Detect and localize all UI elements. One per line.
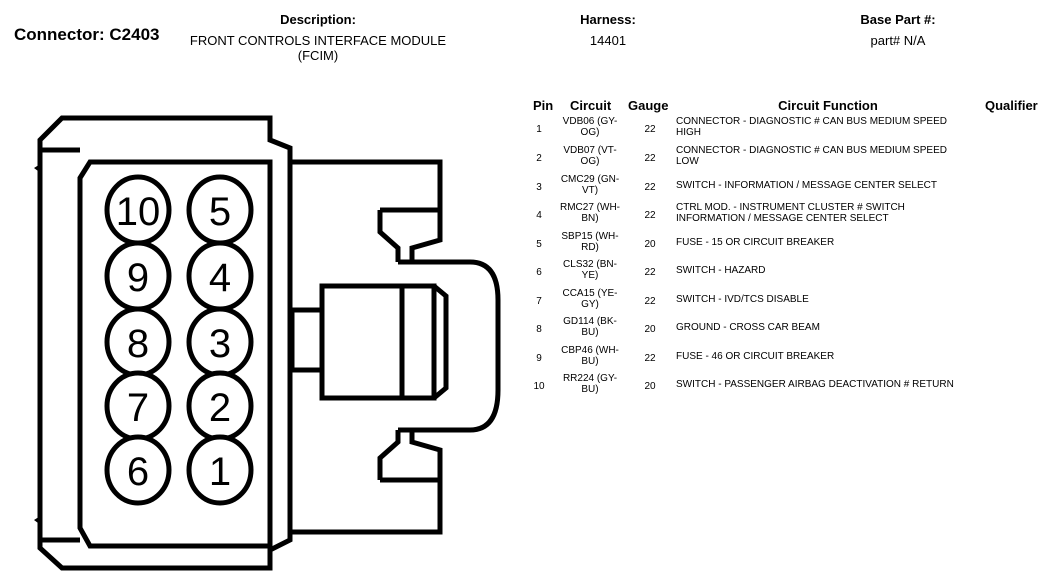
row-function: FUSE - 15 OR CIRCUIT BREAKER [676,237,835,248]
row-circuit: CMC29 (GN-VT) [560,174,620,196]
latch-tab [398,259,501,433]
row-function: CONNECTOR - DIAGNOSTIC # CAN BUS MEDIUM … [676,116,947,138]
row-pin: 4 [536,210,542,221]
row-circuit: RMC27 (WH-BN) [560,202,620,224]
row-gauge: 20 [644,324,656,335]
row-circuit: CLS32 (BN-YE) [563,259,617,281]
table-row: 3 CMC29 (GN-VT) 22 SWITCH - INFORMATION … [530,174,1050,202]
latch-housing-top [290,159,443,210]
description-value-line2: (FCIM) [297,48,339,63]
row-gauge: 22 [644,210,656,221]
row-gauge: 22 [644,153,656,164]
row-gauge: 20 [644,381,656,392]
col-header-gauge: Gauge [628,98,669,113]
row-pin: 3 [536,182,542,193]
description-value-line1: FRONT CONTROLS INTERFACE MODULE [189,33,447,48]
row-pin: 2 [536,153,542,164]
pin-number-2: 2 [209,386,231,430]
table-row: 6 CLS32 (BN-YE) 22 SWITCH - HAZARD [530,259,1050,287]
row-pin: 10 [533,381,545,392]
table-row: 9 CBP46 (WH-BU) 22 FUSE - 46 OR CIRCUIT … [530,345,1050,373]
table-row: 5 SBP15 (WH-RD) 20 FUSE - 15 OR CIRCUIT … [530,231,1050,259]
row-gauge: 22 [644,124,656,135]
latch-inner-rect [319,283,437,401]
row-function: SWITCH - INFORMATION / MESSAGE CENTER SE… [676,180,937,191]
pin-number-4: 4 [209,256,231,300]
connector-title: Connector: C2403 [14,25,160,44]
table-row: 10 RR224 (GY-BU) 20 SWITCH - PASSENGER A… [530,373,1050,401]
row-circuit: RR224 (GY-BU) [562,373,618,395]
pin-number-1: 1 [209,450,231,494]
pin-number-5: 5 [209,190,231,234]
row-function: SWITCH - PASSENGER AIRBAG DEACTIVATION #… [676,379,954,390]
table-row: 1 VDB06 (GY-OG) 22 CONNECTOR - DIAGNOSTI… [530,116,1050,144]
pin-number-7: 7 [127,386,149,430]
row-function: SWITCH - IVD/TCS DISABLE [676,294,809,305]
pin-number-6: 6 [127,450,149,494]
row-pin: 5 [536,239,542,250]
row-pin: 1 [536,124,542,135]
row-gauge: 22 [644,182,656,193]
base-part-value: part# N/A [870,33,926,48]
row-gauge: 20 [644,239,656,250]
description-label: Description: [280,12,356,27]
row-circuit: CBP46 (WH-BU) [561,345,619,367]
connector-face-diagram: 10 5 9 4 8 3 7 2 6 1 [34,115,501,571]
pin-number-9: 9 [127,256,149,300]
row-circuit: VDB06 (GY-OG) [562,116,618,138]
row-gauge: 22 [644,353,656,364]
row-function: CONNECTOR - DIAGNOSTIC # CAN BUS MEDIUM … [676,145,947,167]
col-header-function: Circuit Function [778,98,878,113]
row-pin: 6 [536,267,542,278]
row-function: GROUND - CROSS CAR BEAM [676,322,820,333]
pin-number-10: 10 [116,190,161,234]
pin-cavity-1 [186,434,254,506]
table-row: 8 GD114 (BK-BU) 20 GROUND - CROSS CAR BE… [530,316,1050,344]
row-function: FUSE - 46 OR CIRCUIT BREAKER [676,351,835,362]
harness-label: Harness: [580,12,636,27]
row-pin: 9 [536,353,542,364]
pin-number-8: 8 [127,322,149,366]
col-header-qualifier: Qualifier [985,98,1038,113]
connector-inner-cavity [77,159,273,549]
row-function: SWITCH - HAZARD [676,265,766,276]
row-circuit: CCA15 (YE-GY) [562,288,618,310]
table-row: 7 CCA15 (YE-GY) 22 SWITCH - IVD/TCS DISA… [530,288,1050,316]
row-circuit: GD114 (BK-BU) [563,316,617,338]
pin-number-3: 3 [209,322,231,366]
row-pin: 8 [536,324,542,335]
row-gauge: 22 [644,267,656,278]
harness-value: 14401 [589,33,627,48]
col-header-pin: Pin [533,98,554,113]
row-circuit: SBP15 (WH-RD) [561,231,619,253]
base-part-label: Base Part #: [860,12,936,27]
row-pin: 7 [536,296,542,307]
row-gauge: 22 [644,296,656,307]
table-row: 2 VDB07 (VT-OG) 22 CONNECTOR - DIAGNOSTI… [530,145,1050,173]
col-header-circuit: Circuit [570,98,612,113]
connector-outer-shell [37,115,293,571]
pin-cavity-6 [104,434,172,506]
table-row: 4 RMC27 (WH-BN) 22 CTRL MOD. - INSTRUMEN… [530,202,1050,230]
latch-housing-bottom [290,480,443,535]
row-circuit: VDB07 (VT-OG) [563,145,617,167]
